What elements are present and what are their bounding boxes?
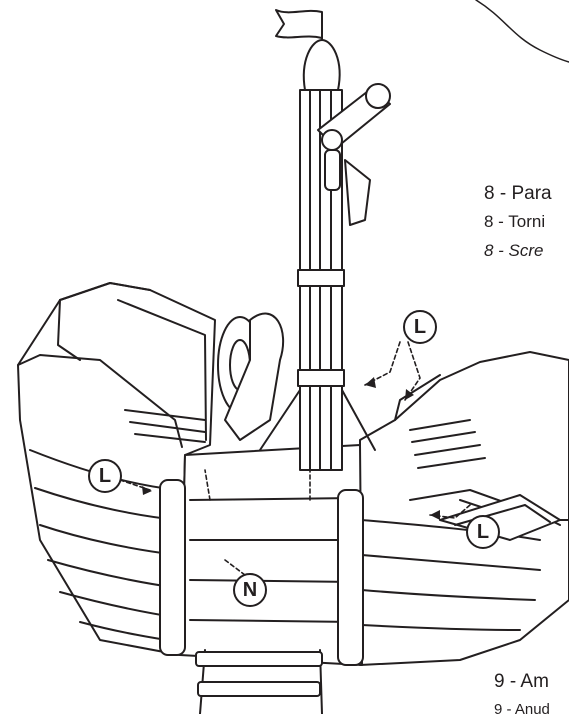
step8-line1: 8 - Para: [484, 183, 552, 204]
step9-line2: 9 - Anud: [494, 701, 550, 718]
rope-ladder: [195, 649, 323, 715]
mast: [259, 9, 376, 471]
page-curl-line: [475, 0, 569, 63]
label-circle-n-ladder: N: [233, 573, 267, 607]
step8-line2: 8 - Torni: [484, 212, 546, 231]
step8-line3: 8 - Scre: [484, 241, 544, 260]
step9-line1: 9 - Am: [494, 671, 549, 692]
label-circle-l-top: L: [403, 310, 437, 344]
label-circle-l-left: L: [88, 459, 122, 493]
front-panel: [159, 444, 364, 666]
arrow-heads: [142, 377, 440, 520]
flag: [275, 9, 323, 39]
steering-wheel: [217, 312, 285, 441]
label-circle-l-right: L: [466, 515, 500, 549]
telescope: [317, 83, 391, 226]
